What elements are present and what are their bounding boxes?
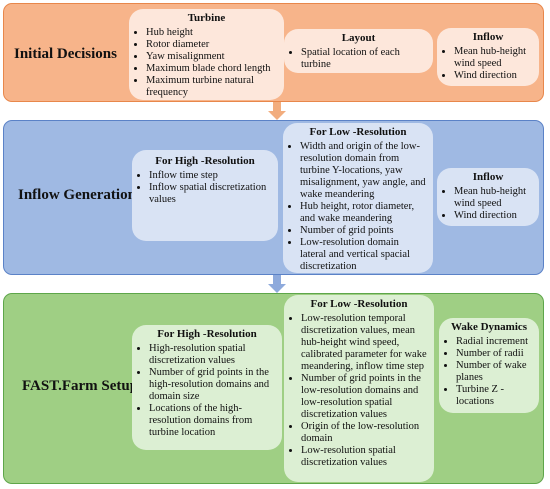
list-item: Inflow time step	[149, 170, 272, 182]
card-heading: For Low -Resolution	[309, 126, 407, 138]
low-resolution-card: For Low -Resolution Width and origin of …	[283, 123, 433, 273]
list-item: Number of grid points in the low-resolut…	[301, 373, 428, 421]
card-heading: Wake Dynamics	[450, 321, 528, 333]
section-title: Initial Decisions	[14, 46, 117, 62]
down-arrow-icon	[268, 275, 286, 293]
section-title: Inflow Generation	[18, 187, 136, 203]
list-item: Maximum blade chord length	[146, 63, 278, 75]
list-item: Locations of the high-resolution domains…	[149, 403, 276, 439]
list-item: Low-resolution spatial discretization va…	[301, 445, 428, 469]
down-arrow-icon	[268, 102, 286, 120]
list-item: Spatial location of each turbine	[301, 47, 427, 71]
card-heading: For High -Resolution	[157, 328, 257, 340]
card-heading: Inflow	[472, 31, 504, 43]
list-item: Wind direction	[454, 210, 533, 222]
card-heading: Inflow	[472, 171, 504, 183]
list-item: Width and origin of the low-resolution d…	[300, 141, 427, 201]
initial-decisions-section: Initial Decisions Turbine Hub height Rot…	[3, 3, 544, 102]
inflow-card: Inflow Mean hub-height wind speed Wind d…	[437, 28, 539, 86]
layout-card: Layout Spatial location of each turbine	[284, 29, 433, 73]
turbine-card: Turbine Hub height Rotor diameter Yaw mi…	[129, 9, 284, 100]
list-item: Turbine Z -locations	[456, 384, 533, 408]
list-item: Hub height, rotor diameter, and wake mea…	[300, 201, 427, 225]
list-item: Rotor diameter	[146, 39, 278, 51]
card-heading: Turbine	[187, 12, 226, 24]
list-item: Hub height	[146, 27, 278, 39]
wake-dynamics-card: Wake Dynamics Radial increment Number of…	[439, 318, 539, 413]
high-resolution-card: For High -Resolution High-resolution spa…	[132, 325, 282, 450]
inflow-generation-section: Inflow Generation For High -Resolution I…	[3, 120, 544, 275]
list-item: High-resolution spatial discretization v…	[149, 343, 276, 367]
low-resolution-card: For Low -Resolution Low-resolution tempo…	[284, 295, 434, 482]
list-item: Low-resolution domain lateral and vertic…	[300, 237, 427, 273]
inflow-card: Inflow Mean hub-height wind speed Wind d…	[437, 168, 539, 226]
list-item: Mean hub-height wind speed	[454, 186, 533, 210]
card-heading: Layout	[341, 32, 376, 44]
list-item: Number of grid points	[300, 225, 427, 237]
fast-farm-setup-section: FAST.Farm Setup For High -Resolution Hig…	[3, 293, 544, 484]
list-item: Radial increment	[456, 336, 533, 348]
list-item: Number of radii	[456, 348, 533, 360]
card-heading: For Low -Resolution	[310, 298, 408, 310]
list-item: Wind direction	[454, 70, 533, 82]
section-title: FAST.Farm Setup	[22, 378, 139, 394]
list-item: Origin of the low-resolution domain	[301, 421, 428, 445]
card-heading: For High -Resolution	[155, 155, 255, 167]
high-resolution-card: For High -Resolution Inflow time step In…	[132, 150, 278, 241]
list-item: Maximum turbine natural frequency	[146, 75, 278, 99]
list-item: Yaw misalignment	[146, 51, 278, 63]
list-item: Number of wake planes	[456, 360, 533, 384]
list-item: Mean hub-height wind speed	[454, 46, 533, 70]
list-item: Inflow spatial discretization values	[149, 182, 272, 206]
list-item: Low-resolution temporal discretization v…	[301, 313, 428, 373]
list-item: Number of grid points in the high-resolu…	[149, 367, 276, 403]
